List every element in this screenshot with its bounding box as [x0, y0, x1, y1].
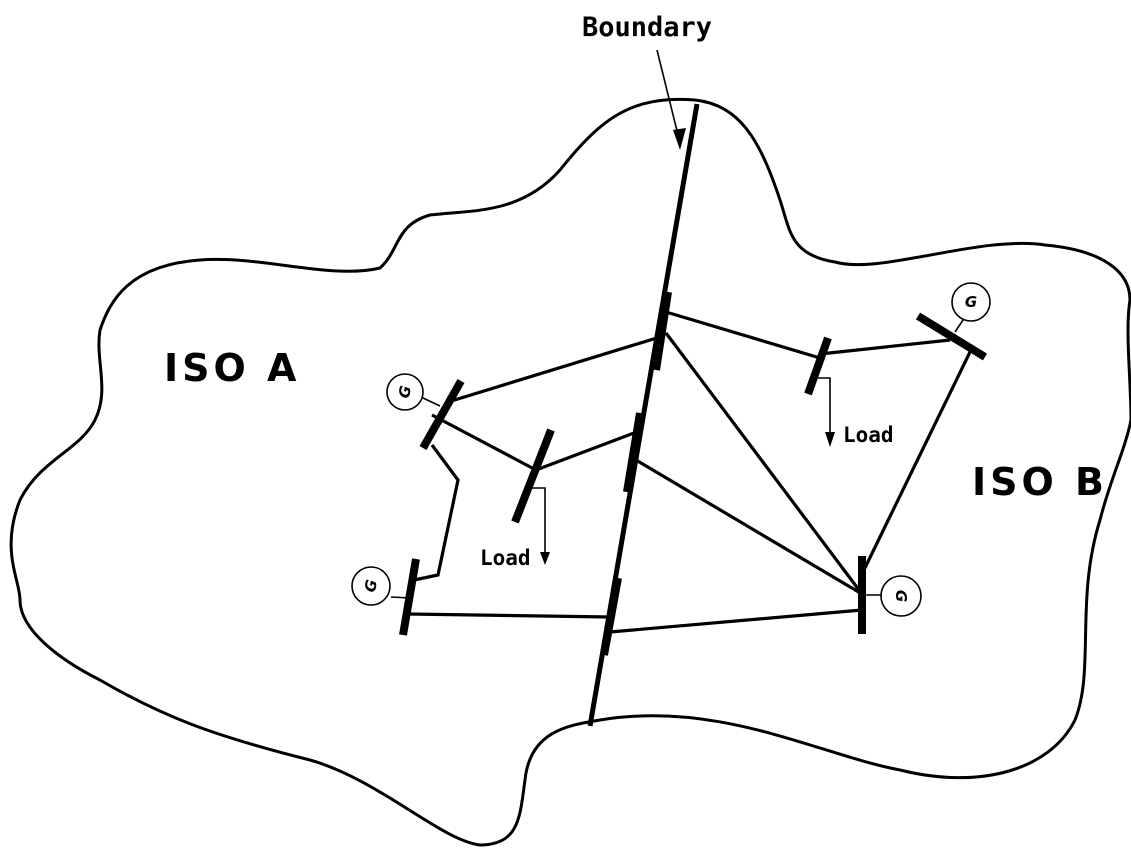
bus [915, 312, 988, 361]
bus [511, 428, 555, 524]
load-connector [818, 377, 831, 432]
load-right: Load [818, 377, 894, 447]
generator: G [880, 575, 922, 617]
generator-connections [390, 319, 964, 599]
generator-circle [351, 566, 391, 606]
generator-symbol: G [965, 293, 977, 311]
region-outline [9, 97, 1131, 847]
transmission-line [407, 612, 611, 619]
generator-symbol: G [361, 578, 381, 593]
transmission-lines [407, 310, 972, 634]
generator-symbol: G [395, 384, 415, 399]
iso-b-label: ISO B [972, 460, 1108, 504]
bus [804, 336, 832, 396]
load-left: Load [480, 487, 550, 570]
buses [399, 291, 988, 656]
transmission-line [535, 431, 635, 472]
load-label: Load [480, 546, 531, 570]
transmission-line [665, 310, 821, 360]
generator-connection [954, 319, 964, 333]
bus [419, 379, 465, 450]
transmission-line [664, 332, 864, 595]
bus [623, 412, 644, 493]
bus [600, 577, 622, 656]
load-arrowhead [540, 552, 550, 565]
iso-a-label: ISO A [164, 346, 300, 390]
bus [652, 291, 672, 371]
transmission-line [609, 608, 863, 634]
transmission-line [431, 413, 537, 472]
boundary-pointer-line [656, 49, 681, 144]
generator: G [951, 282, 991, 322]
load-label: Load [843, 423, 894, 447]
transmission-line [447, 335, 661, 404]
transmission-line [635, 458, 863, 596]
generator-circle [386, 373, 424, 411]
transmission-line [819, 338, 951, 356]
generator-symbol: G [892, 590, 910, 602]
transmission-line [413, 444, 460, 582]
generator: G [351, 566, 391, 606]
generator-connection [422, 397, 441, 407]
boundary-label: Boundary [582, 12, 712, 43]
boundary-pointer-arrowhead [673, 128, 686, 150]
generator: G [386, 373, 424, 411]
bus [399, 558, 420, 636]
load-connector [532, 487, 546, 552]
transmission-line [860, 351, 972, 575]
load-arrowhead [825, 432, 835, 447]
generator-connection [390, 596, 411, 599]
generator-circle [880, 575, 922, 617]
generator-circle [951, 282, 991, 322]
